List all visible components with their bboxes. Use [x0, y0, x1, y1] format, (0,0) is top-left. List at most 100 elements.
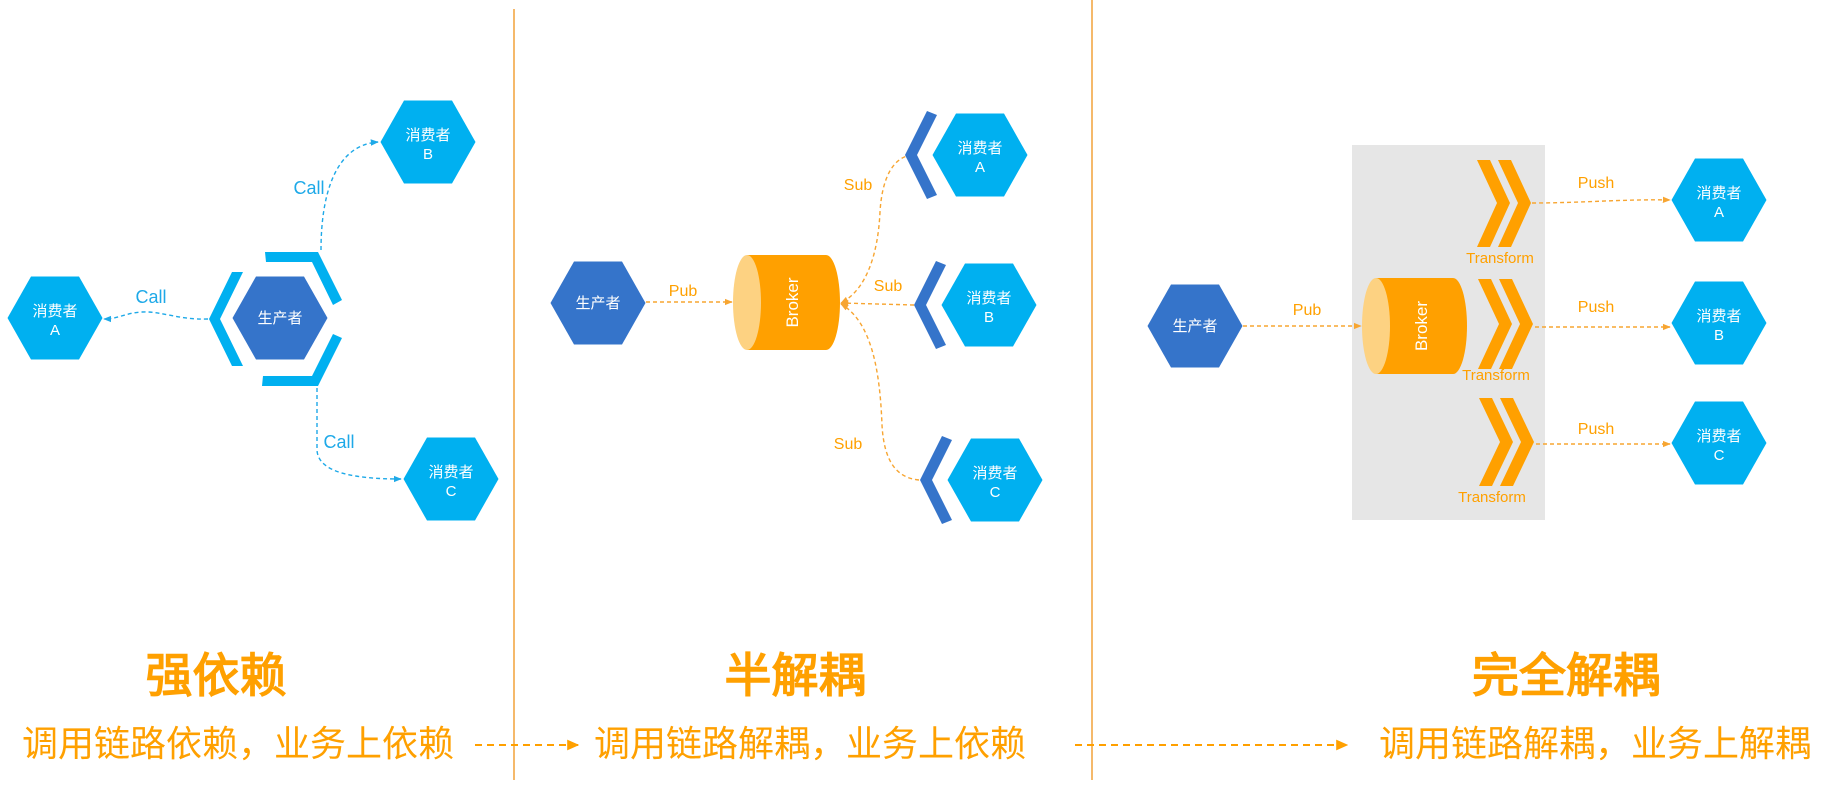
consumer-name: 消费者: [1696, 428, 1741, 445]
transform-chevron-icon: [1499, 279, 1533, 369]
consumer-node-a: 消费者 A: [905, 111, 1028, 199]
producer-ring-top-segment: [265, 252, 342, 305]
broker-label: Broker: [783, 277, 802, 327]
sub-edge-consumer-c: [840, 303, 920, 481]
producer-hexagon: [550, 261, 646, 345]
producer-label: 生产者: [1172, 318, 1217, 335]
transform-c: Transform: [1458, 398, 1534, 506]
consumer-letter: C: [990, 484, 1001, 501]
push-label-a: Push: [1578, 175, 1614, 192]
sub-edge-consumer-a: [840, 154, 913, 304]
panel-title-semi-decoupled: 半解耦: [725, 649, 866, 704]
panel-semi-decoupled: Pub Sub Sub Sub 生产者 Broker 消费者 A 消费者 B: [550, 111, 1043, 524]
call-edge-to-consumer-c: [316, 388, 402, 483]
consumer-hexagon: [947, 438, 1043, 522]
consumer-letter: C: [446, 483, 457, 500]
consumer-hexagon: [1671, 158, 1767, 242]
consumer-hexagon: [7, 276, 103, 360]
transform-chevron-icon: [1479, 398, 1513, 486]
transform-label: Transform: [1466, 250, 1534, 267]
consumer-node-c: 消费者 C: [920, 436, 1043, 524]
broker-face: [1362, 278, 1390, 374]
transform-chevron-icon: [1478, 279, 1512, 369]
consumer-node-a: 消费者 A: [1671, 158, 1767, 242]
consumer-letter: B: [1714, 327, 1724, 344]
push-label-b: Push: [1578, 299, 1614, 316]
panel-title-fully-decoupled: 完全解耦: [1472, 649, 1660, 704]
producer-ring-left-segment: [209, 272, 243, 366]
subscription-bracket-icon: [920, 436, 952, 524]
transform-chevron-icon: [1498, 160, 1531, 247]
broker-body: [747, 255, 841, 350]
consumer-letter: C: [1714, 447, 1725, 464]
transform-chevron-icon: [1500, 398, 1534, 486]
consumer-node-c: 消费者 C: [1671, 401, 1767, 485]
subscription-bracket-icon: [914, 261, 946, 349]
consumer-hexagon: [1671, 281, 1767, 365]
producer-node: 生产者: [232, 276, 328, 360]
call-label-b: Call: [293, 178, 324, 198]
consumer-name: 消费者: [1696, 308, 1741, 325]
broker-label: Broker: [1412, 301, 1431, 351]
consumer-node-c: 消费者 C: [403, 437, 499, 521]
consumer-node-b: 消费者 B: [914, 261, 1037, 349]
consumer-node-a: 消费者 A: [7, 276, 103, 360]
consumer-name: 消费者: [405, 127, 450, 144]
consumer-hexagon: [403, 437, 499, 521]
consumer-hexagon: [380, 100, 476, 184]
panel-title-strong-dependency: 强依赖: [146, 649, 287, 704]
consumer-name: 消费者: [32, 303, 77, 320]
panel-caption-fully-decoupled: 调用链路解耦，业务上解耦: [1379, 724, 1811, 765]
transform-label: Transform: [1458, 489, 1526, 506]
panel-caption-semi-decoupled: 调用链路解耦，业务上依赖: [594, 724, 1026, 765]
sub-label-a: Sub: [844, 177, 873, 194]
consumer-letter: A: [1714, 204, 1724, 221]
producer-label: 生产者: [575, 295, 620, 312]
consumer-name: 消费者: [966, 290, 1011, 307]
sub-edge-consumer-b: [840, 299, 915, 307]
consumer-hexagon: [932, 113, 1028, 197]
push-edge-consumer-a: [1531, 196, 1671, 204]
call-edge-to-consumer-a: [103, 311, 209, 323]
producer-node: 生产者: [1147, 284, 1243, 368]
panel-caption-strong-dependency: 调用链路依赖，业务上依赖: [22, 724, 454, 765]
consumer-node-b: 消费者 B: [380, 100, 476, 184]
transform-label: Transform: [1462, 367, 1530, 384]
consumer-letter: A: [50, 322, 60, 339]
transform-chevron-icon: [1477, 160, 1510, 247]
producer-label: 生产者: [257, 310, 302, 327]
producer-ring-bottom-segment: [262, 334, 342, 386]
consumer-hexagon: [941, 263, 1037, 347]
panel-fully-decoupled: Pub 生产者 Broker Transform Transform Trans…: [1147, 145, 1767, 520]
sub-label-c: Sub: [834, 436, 863, 453]
transform-b: Transform: [1462, 279, 1533, 384]
producer-node: 生产者: [550, 261, 646, 345]
producer-hexagon: [1147, 284, 1243, 368]
consumer-letter: B: [984, 309, 994, 326]
transform-a: Transform: [1466, 160, 1534, 267]
consumer-name: 消费者: [428, 464, 473, 481]
call-label-c: Call: [323, 432, 354, 452]
broker-face: [733, 255, 761, 350]
consumer-letter: B: [423, 146, 433, 163]
subscription-bracket-icon: [905, 111, 937, 199]
consumer-letter: A: [975, 159, 985, 176]
consumer-hexagon: [1671, 401, 1767, 485]
pub-label: Pub: [1293, 302, 1322, 319]
consumer-name: 消费者: [1696, 185, 1741, 202]
consumer-name: 消费者: [972, 465, 1017, 482]
broker-body: [1376, 278, 1467, 374]
call-label-a: Call: [135, 287, 166, 307]
broker-cylinder: Broker: [1362, 278, 1467, 374]
broker-cylinder: Broker: [733, 255, 841, 350]
pub-label: Pub: [669, 283, 698, 300]
producer-hexagon: [232, 276, 328, 360]
sub-label-b: Sub: [874, 278, 903, 295]
consumer-name: 消费者: [957, 140, 1002, 157]
push-label-c: Push: [1578, 421, 1614, 438]
producer-ring: [209, 252, 342, 386]
call-edge-to-consumer-b: [320, 139, 379, 251]
consumer-node-b: 消费者 B: [1671, 281, 1767, 365]
panel-strong-dependency: Call Call Call 生产者 消费者 A 消费者 B 消费者 C: [7, 100, 499, 521]
